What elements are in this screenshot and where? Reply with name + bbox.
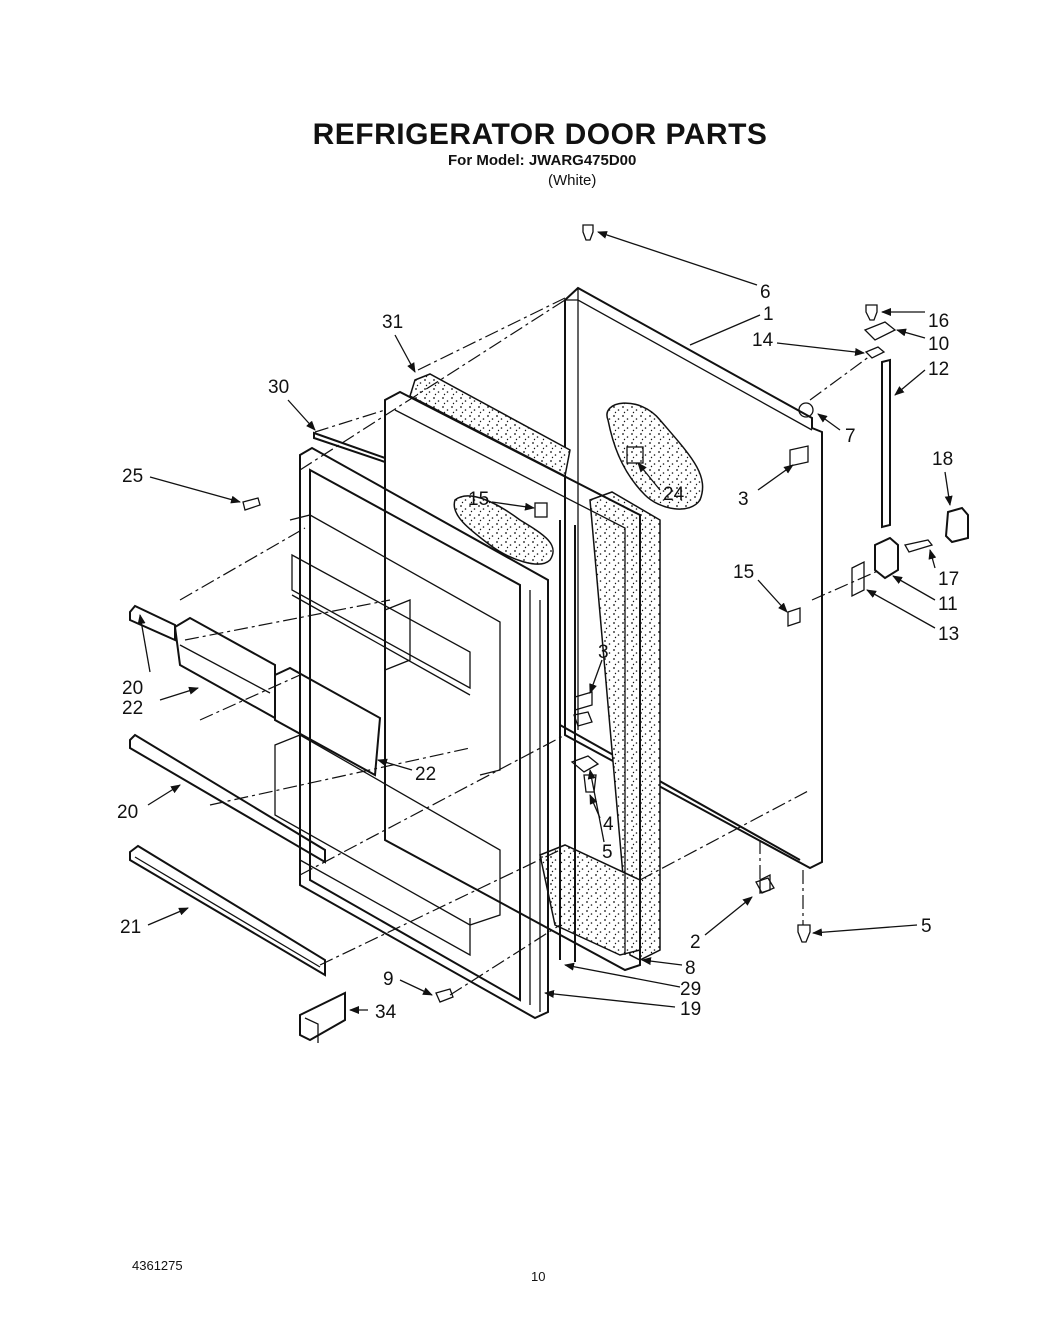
callout-25: 25 (122, 466, 143, 487)
callout-3-upper: 3 (738, 489, 749, 510)
callout-16: 16 (928, 311, 949, 332)
color-note: (White) (548, 172, 597, 189)
callout-1: 1 (763, 304, 774, 325)
outer-door-panel (559, 286, 823, 894)
callout-34: 34 (375, 1002, 397, 1023)
document-number: 4361275 (132, 1258, 183, 1273)
callout-2: 2 (690, 932, 701, 953)
callout-labels: 6 1 16 10 14 12 7 31 30 25 15 24 3 18 17… (117, 282, 959, 1023)
callout-29: 29 (680, 979, 701, 1000)
callout-12: 12 (928, 359, 949, 380)
callout-3-lower: 3 (598, 642, 609, 663)
page-title: REFRIGERATOR DOOR PARTS (312, 118, 768, 151)
callout-20-upper: 20 (122, 678, 143, 699)
alignment-lines (179, 297, 881, 996)
callout-22-upper: 22 (122, 698, 143, 719)
leader-lines (137, 231, 953, 1014)
callout-14: 14 (752, 330, 774, 351)
callout-8: 8 (685, 958, 696, 979)
callout-15-upper: 15 (468, 489, 489, 510)
callout-10: 10 (928, 334, 949, 355)
callout-21: 21 (120, 917, 141, 938)
callout-11: 11 (938, 594, 958, 615)
callout-7: 7 (845, 426, 856, 447)
callout-4: 4 (603, 814, 614, 835)
callout-30: 30 (268, 377, 289, 398)
callout-31: 31 (382, 312, 403, 333)
inner-door-liner (274, 446, 549, 1020)
door-gasket-foam (384, 373, 661, 972)
callout-17: 17 (938, 569, 959, 590)
callout-15-lower: 15 (733, 562, 754, 583)
callout-9: 9 (383, 969, 394, 990)
door-shelves (129, 604, 382, 1043)
callout-6: 6 (760, 282, 771, 303)
callout-5-lower: 5 (602, 842, 613, 863)
callout-18: 18 (932, 449, 953, 470)
callout-19: 19 (680, 999, 701, 1020)
callout-5-right: 5 (921, 916, 932, 937)
page-number: 10 (531, 1269, 546, 1284)
callout-13: 13 (938, 624, 959, 645)
model-line: For Model: JWARG475D00 (448, 152, 637, 169)
callout-20-lower: 20 (117, 802, 138, 823)
callout-22-lower: 22 (415, 764, 436, 785)
callout-24: 24 (663, 484, 685, 505)
